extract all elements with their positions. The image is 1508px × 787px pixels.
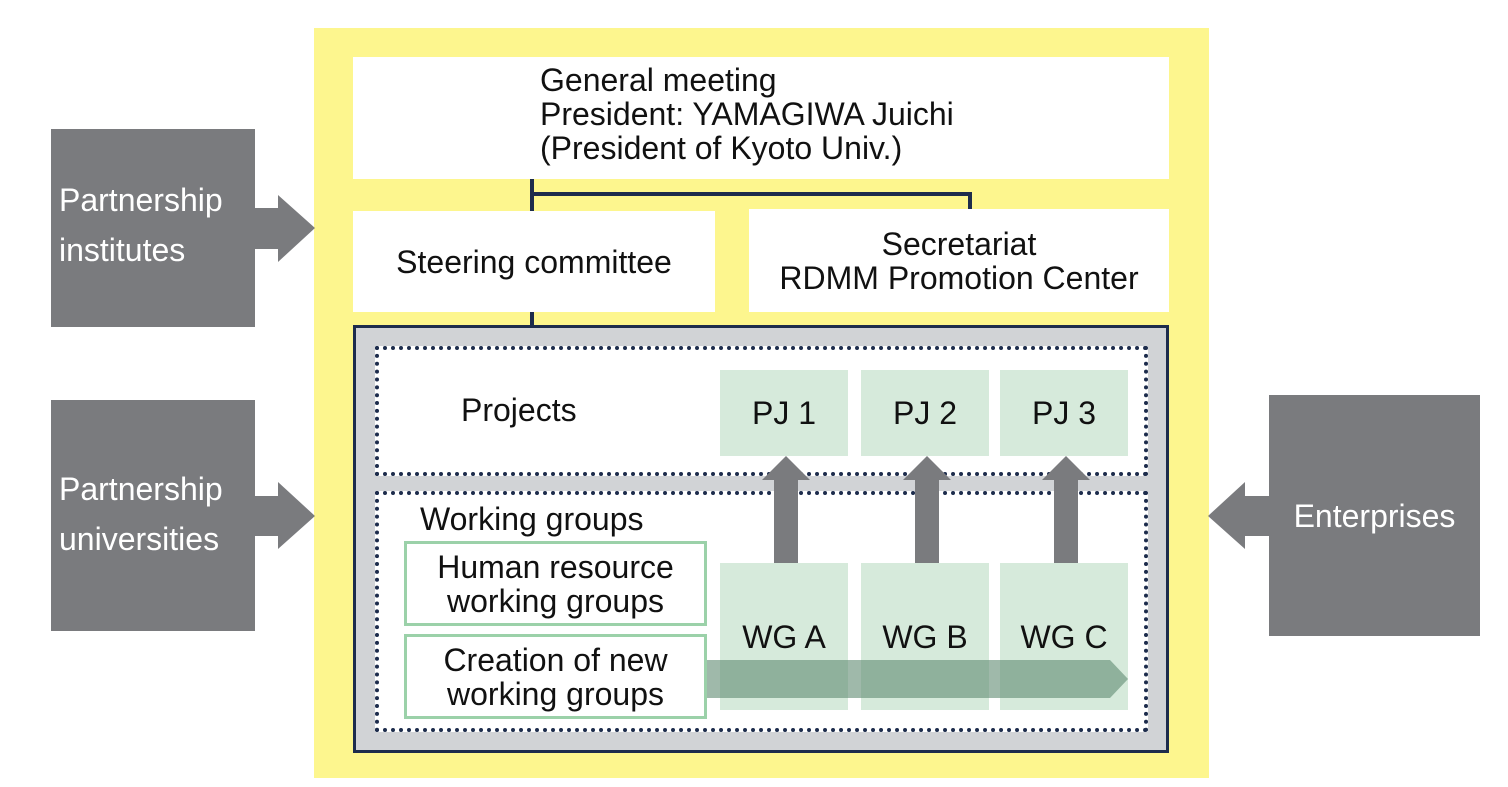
creation-wg-line1: Creation of new — [443, 641, 668, 678]
human-resource-wg-box: Human resource working groups — [404, 541, 707, 626]
arrow-creation-to-wg — [707, 660, 1128, 698]
connector-to-panel — [530, 312, 534, 326]
working-groups-title: Working groups — [420, 501, 644, 537]
enterprises-label: Enterprises — [1293, 497, 1456, 534]
project-box-2: PJ 2 — [861, 370, 989, 456]
partnership-universities-line2: universities — [59, 521, 220, 557]
wg-label-a: WG A — [742, 618, 826, 655]
general-meeting-box: General meeting President: YAMAGIWA Juic… — [353, 57, 1169, 179]
arrow-universities-to-organization — [255, 482, 315, 549]
arrow-institutes-to-organization — [255, 195, 315, 262]
creation-wg-line2: working groups — [447, 675, 664, 712]
project-label-1: PJ 1 — [751, 395, 817, 431]
partnership-institutes-node: Partnership institutes — [51, 129, 255, 327]
creation-wg-box: Creation of new working groups — [404, 634, 707, 719]
general-meeting-title: General meeting — [540, 62, 777, 98]
secretariat-box: Secretariat RDMM Promotion Center — [749, 209, 1169, 312]
arrow-wg-a-to-pj-1 — [762, 456, 810, 563]
president-affiliation: (President of Kyoto Univ.) — [540, 130, 903, 166]
project-label-2: PJ 2 — [892, 395, 958, 431]
steering-committee-box: Steering committee — [353, 211, 715, 312]
human-resource-wg-line1: Human resource — [437, 548, 674, 585]
partnership-universities-node: Partnership universities — [51, 400, 255, 631]
secretariat-center-label: RDMM Promotion Center — [779, 259, 1139, 296]
arrow-wg-c-to-pj-3 — [1042, 456, 1090, 563]
wg-label-c: WG C — [1020, 618, 1108, 655]
project-box-1: PJ 1 — [720, 370, 848, 456]
project-label-3: PJ 3 — [1031, 395, 1097, 431]
partnership-universities-line1: Partnership — [59, 471, 223, 507]
connector-horizontal — [530, 192, 972, 196]
arrow-enterprises-to-organization — [1208, 482, 1269, 549]
projects-title: Projects — [461, 392, 577, 428]
steering-committee-label: Steering committee — [396, 243, 672, 280]
human-resource-wg-line2: working groups — [447, 582, 664, 619]
wg-label-b: WG B — [882, 618, 968, 655]
secretariat-label: Secretariat — [881, 225, 1037, 262]
arrow-wg-b-to-pj-2 — [903, 456, 951, 563]
project-box-3: PJ 3 — [1000, 370, 1128, 456]
president-name: President: YAMAGIWA Juichi — [540, 96, 954, 132]
partnership-institutes-line1: Partnership — [59, 182, 223, 218]
partnership-institutes-line2: institutes — [59, 232, 186, 268]
enterprises-node: Enterprises — [1269, 395, 1480, 636]
connector-to-secretariat — [968, 192, 972, 209]
